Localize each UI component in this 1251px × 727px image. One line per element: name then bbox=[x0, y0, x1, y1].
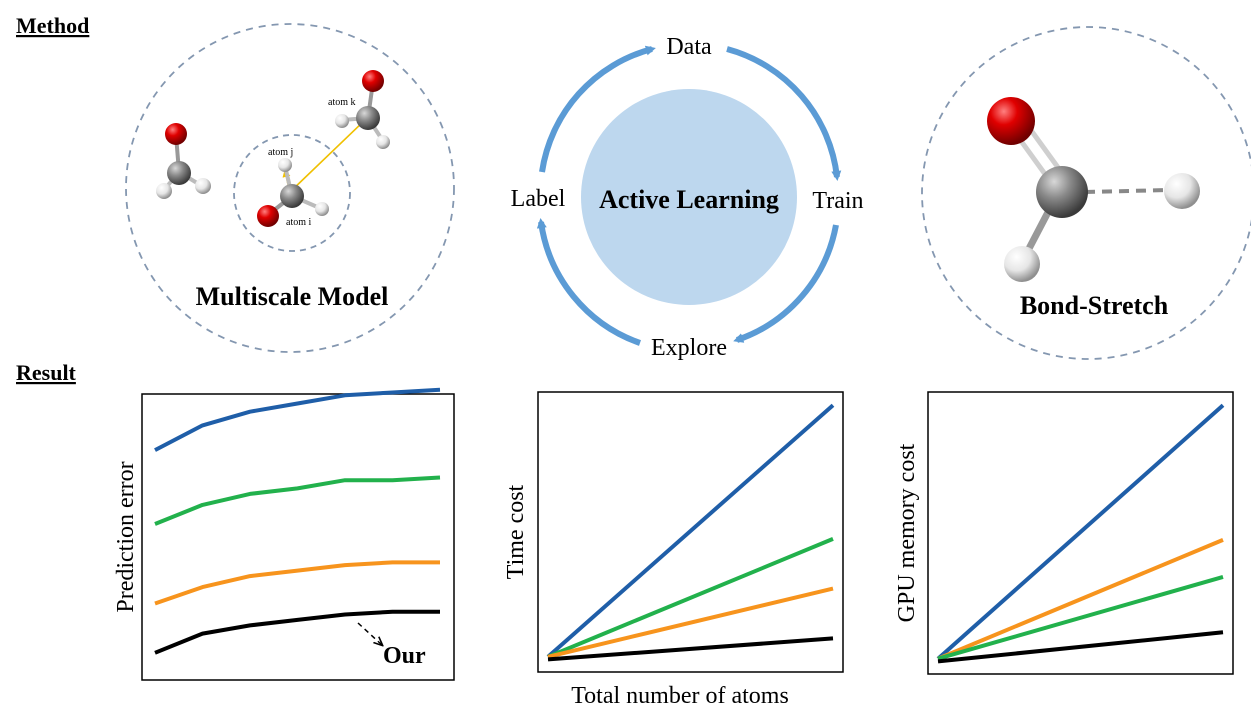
prediction-error-chart: Prediction error Our bbox=[113, 387, 455, 681]
atom-i-label: atom i bbox=[286, 217, 311, 228]
gpu-memory-cost-chart: GPU memory cost bbox=[894, 391, 1234, 675]
result-heading: Result bbox=[16, 360, 77, 385]
active-learning-cycle: Active Learning Data Train Explore Label bbox=[511, 34, 864, 361]
stretched-bond bbox=[1084, 188, 1171, 194]
molecule-right bbox=[335, 70, 390, 149]
y-axis-label: Time cost bbox=[503, 484, 529, 579]
arrow-train-to-explore bbox=[733, 224, 839, 343]
atom-j-label: atom j bbox=[268, 147, 293, 158]
arrow-label-to-data bbox=[539, 45, 656, 173]
interaction-arrow-ik bbox=[289, 119, 366, 193]
inner-cutoff-circle bbox=[233, 134, 351, 252]
series-line-orange bbox=[937, 538, 1224, 661]
atom-k-label: atom k bbox=[328, 97, 356, 108]
y-axis-label: GPU memory cost bbox=[894, 443, 920, 622]
multiscale-title: Multiscale Model bbox=[196, 282, 389, 311]
molecule-left bbox=[156, 123, 211, 199]
series-line-blue bbox=[154, 387, 441, 452]
bond-stretch-panel: Bond-Stretch bbox=[921, 26, 1251, 360]
cycle-step-explore: Explore bbox=[651, 335, 727, 361]
cycle-step-train: Train bbox=[812, 188, 863, 214]
series-line-black bbox=[154, 609, 440, 655]
cycle-step-data: Data bbox=[666, 34, 712, 60]
series-line-orange bbox=[547, 586, 834, 659]
chart-frame bbox=[927, 391, 1234, 675]
y-axis-label: Prediction error bbox=[113, 461, 139, 612]
hydrogen-atom-far bbox=[1164, 173, 1200, 209]
series-line-black bbox=[547, 636, 834, 662]
series-line-green bbox=[547, 537, 834, 659]
cycle-center-label: Active Learning bbox=[599, 185, 779, 214]
series-line-orange bbox=[154, 560, 440, 606]
arrow-data-to-train bbox=[726, 46, 842, 181]
series-line-green bbox=[154, 475, 441, 526]
x-axis-label: Total number of atoms bbox=[571, 683, 789, 709]
arrow-explore-to-label bbox=[536, 218, 641, 346]
oxygen-atom bbox=[987, 97, 1035, 145]
cycle-center-disc bbox=[581, 89, 797, 305]
series-line-green bbox=[937, 574, 1224, 661]
carbon-atom bbox=[1036, 166, 1088, 218]
method-heading: Method bbox=[16, 13, 89, 38]
bond-cutoff-circle bbox=[921, 26, 1251, 360]
time-cost-chart: Time cost Total number of atoms bbox=[503, 391, 844, 709]
series-line-blue bbox=[546, 403, 835, 659]
bond-stretch-title: Bond-Stretch bbox=[1020, 291, 1169, 320]
chart-frame bbox=[141, 393, 455, 681]
cycle-step-label: Label bbox=[511, 186, 566, 212]
our-annotation-arrow bbox=[357, 622, 382, 645]
multiscale-panel: atom k atom j atom i Multiscale Model bbox=[125, 23, 455, 353]
series-line-blue bbox=[936, 403, 1225, 661]
chart-frame bbox=[537, 391, 844, 673]
molecule-center bbox=[257, 158, 329, 227]
series-line-black bbox=[937, 630, 1224, 664]
hydrogen-atom-near bbox=[1004, 246, 1040, 282]
our-annotation: Our bbox=[383, 643, 426, 669]
outer-cutoff-circle bbox=[125, 23, 455, 353]
